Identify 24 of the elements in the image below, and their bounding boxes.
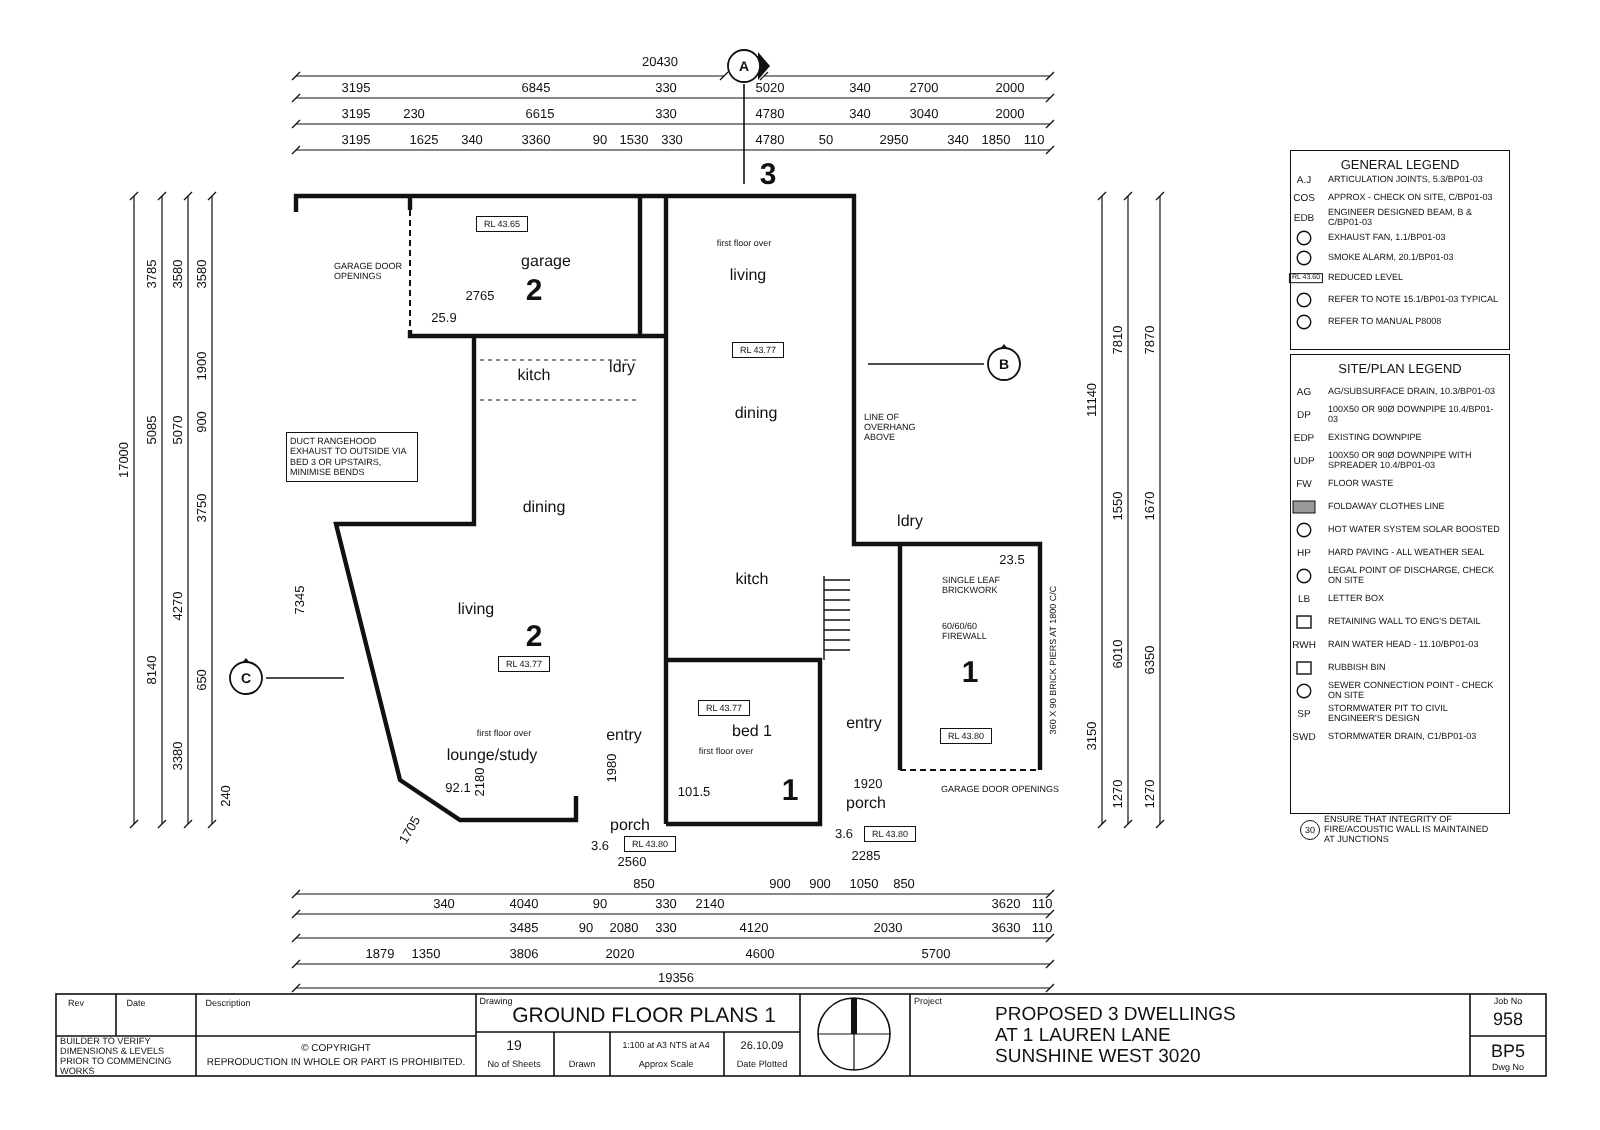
dwelling-number: 2 <box>525 273 543 307</box>
room-label: porch <box>610 817 650 835</box>
room-label: bed 1 <box>732 723 772 741</box>
drawing-title: GROUND FLOOR PLANS 1 <box>512 1004 776 1028</box>
dwelling-number: 2 <box>525 619 543 653</box>
dwelling-number: 1 <box>781 773 799 807</box>
room-label: living <box>729 267 767 285</box>
room-label: dining <box>522 499 566 517</box>
project-title: PROPOSED 3 DWELLINGS AT 1 LAUREN LANE SUNSHINE WEST 3020 <box>995 1004 1238 1068</box>
dwelling-number: 3 <box>759 157 777 191</box>
dwelling-number: 1 <box>961 655 979 689</box>
room-label: entry <box>606 727 642 745</box>
room-label: kitch <box>735 571 769 589</box>
title-block-text: BP5 <box>1491 1042 1525 1062</box>
room-label: kitch <box>517 367 551 385</box>
room-label: entry <box>846 715 882 733</box>
room-label: lounge/study <box>446 747 538 765</box>
room-label: ldry <box>609 359 635 377</box>
room-label: porch <box>846 795 886 813</box>
room-label: garage <box>521 253 571 271</box>
room-label: living <box>457 601 495 619</box>
room-label: dining <box>734 405 778 423</box>
room-label: ldry <box>897 513 923 531</box>
title-block-text: 958 <box>1493 1010 1523 1030</box>
